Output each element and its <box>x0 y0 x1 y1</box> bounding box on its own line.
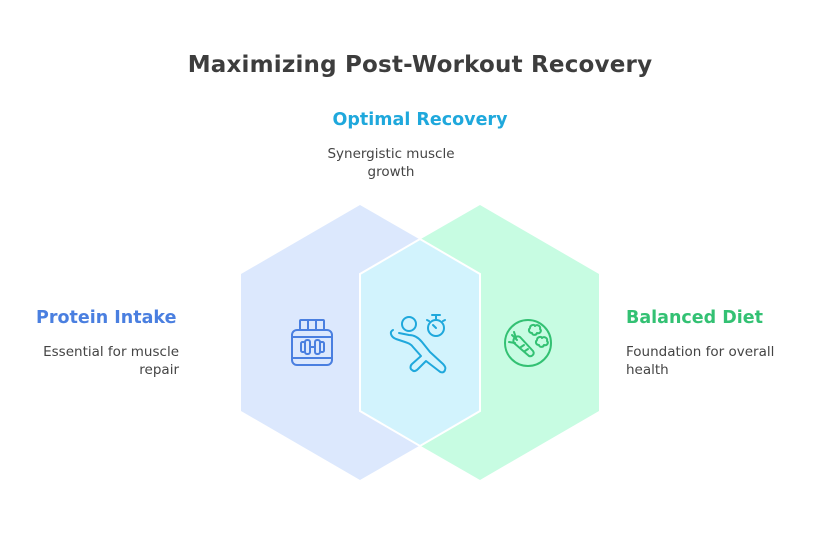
runner-stopwatch-icon <box>389 314 447 374</box>
recovery-hexagon <box>359 237 481 448</box>
balanced-diet-description: Foundation for overall health <box>626 344 775 378</box>
balanced-diet-label: Balanced Diet <box>626 308 764 328</box>
optimal-recovery-description: Synergistic muscle growth <box>327 146 455 180</box>
carrot-broccoli-plate-icon <box>504 319 552 367</box>
protein-intake-description: Essential for muscle repair <box>43 344 179 378</box>
optimal-recovery-label: Optimal Recovery <box>332 110 508 130</box>
protein-jar-dumbbell-icon <box>291 319 333 366</box>
protein-intake-label: Protein Intake <box>36 308 177 328</box>
diagram-title: Maximizing Post-Workout Recovery <box>187 52 653 78</box>
